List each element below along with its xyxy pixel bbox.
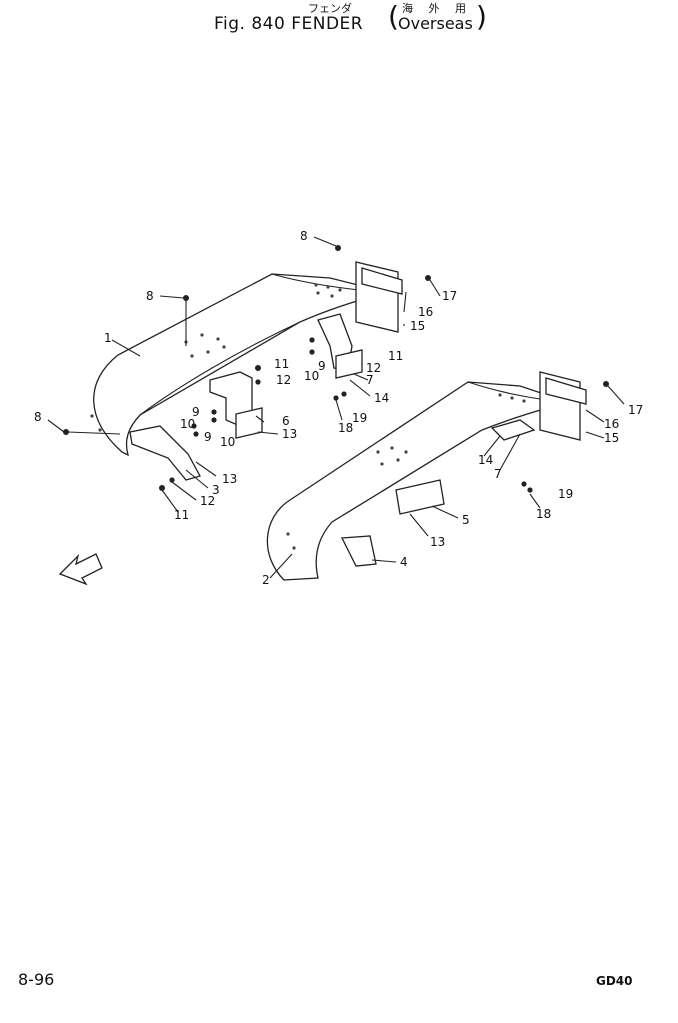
callout-3: 3 (212, 483, 220, 497)
callout-18: 18 (338, 421, 353, 435)
svg-text:11: 11 (174, 508, 189, 522)
svg-text:7: 7 (494, 467, 502, 481)
callout-labels-secondary: 8 8 9 10 13 12 11 9 10 11 12 17 16 15 14… (34, 289, 643, 549)
svg-text:8: 8 (34, 410, 42, 424)
svg-text:12: 12 (366, 361, 381, 375)
callout-15: 15 (410, 319, 425, 333)
callout-19: 19 (352, 411, 367, 425)
callout-8: 8 (300, 229, 308, 243)
leader-lines (47, 236, 625, 579)
right-fender (266, 381, 571, 581)
model-code: GD40 (596, 974, 633, 988)
svg-text:9: 9 (204, 430, 212, 444)
right-mud-flap (539, 371, 587, 441)
svg-text:9: 9 (318, 359, 326, 373)
callout-13: 13 (282, 427, 297, 441)
svg-text:18: 18 (536, 507, 551, 521)
figure-title: Fig. 840 FENDER (214, 14, 364, 34)
svg-text:16: 16 (604, 417, 619, 431)
front-arrow-icon (58, 553, 103, 586)
right-paren: ) (476, 0, 487, 33)
svg-text:15: 15 (604, 431, 619, 445)
svg-text:14: 14 (478, 453, 493, 467)
variant-japanese: 海 外 用 (402, 2, 472, 15)
svg-text:19: 19 (558, 487, 573, 501)
left-paren: ( (388, 0, 399, 33)
callout-14: 14 (374, 391, 389, 405)
callout-17: 17 (442, 289, 457, 303)
svg-text:13: 13 (222, 472, 237, 486)
fasteners (63, 245, 609, 493)
callout-4: 4 (400, 555, 408, 569)
callout-labels: 1 2 3 4 5 6 7 8 9 10 11 12 13 14 15 16 1… (104, 229, 470, 587)
callout-16: 16 (418, 305, 433, 319)
callout-5: 5 (462, 513, 470, 527)
svg-text:10: 10 (220, 435, 235, 449)
variant-label: Overseas (398, 14, 473, 33)
callout-12: 12 (276, 373, 291, 387)
svg-text:13: 13 (430, 535, 445, 549)
svg-text:8: 8 (146, 289, 154, 303)
svg-text:11: 11 (388, 349, 403, 363)
callout-6: 6 (282, 414, 290, 428)
page-number: 8-96 (18, 970, 55, 989)
callout-9: 9 (192, 405, 200, 419)
svg-text:12: 12 (200, 494, 215, 508)
callout-2: 2 (262, 573, 270, 587)
callout-7: 7 (366, 373, 374, 387)
svg-text:17: 17 (628, 403, 643, 417)
callout-11: 11 (274, 357, 289, 371)
left-mud-flap (355, 261, 403, 333)
callout-10: 10 (180, 417, 195, 431)
japanese-title: フェンダ (308, 2, 352, 15)
callout-1: 1 (104, 331, 112, 345)
svg-text:10: 10 (304, 369, 319, 383)
